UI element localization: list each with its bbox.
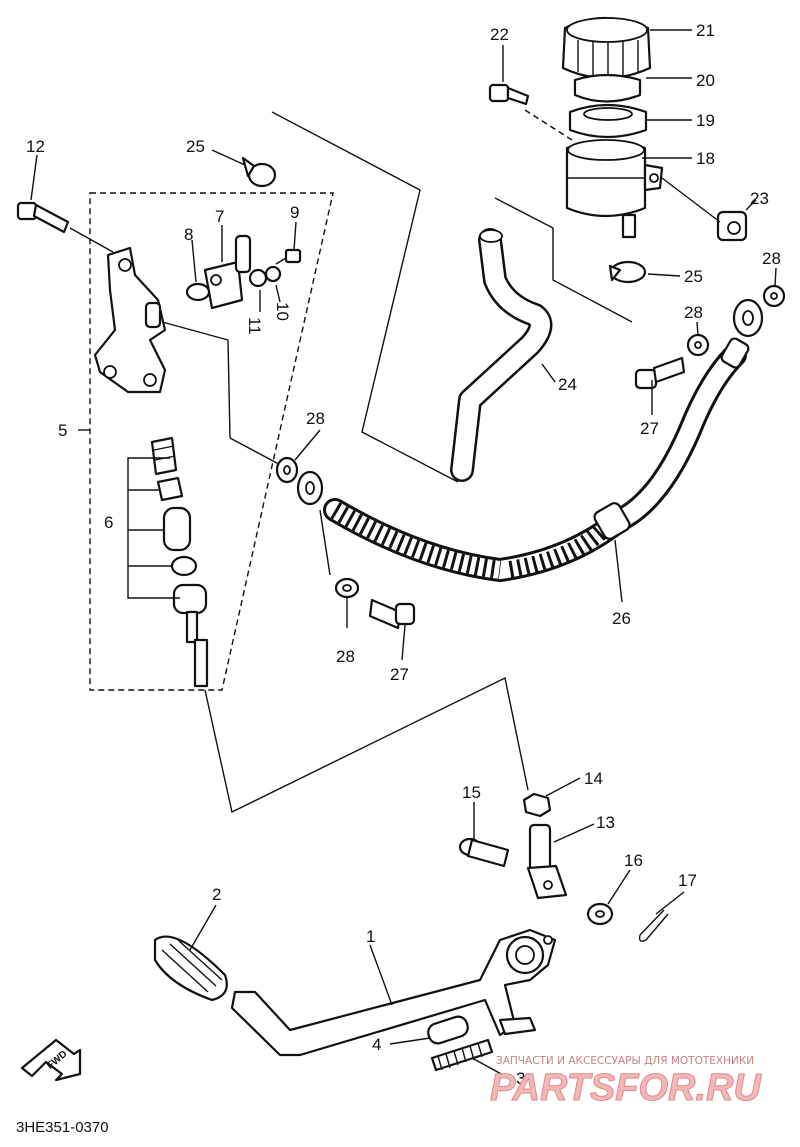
- cotter-pin-17: [638, 909, 669, 942]
- pushrod-link-line: [204, 676, 529, 814]
- grommet-23: [716, 210, 748, 242]
- reservoir-diaphragm: [568, 103, 648, 139]
- footrest-rubber: [153, 935, 228, 1002]
- cylinder-kit-piston: [162, 506, 192, 552]
- part-label-2: 2: [212, 885, 221, 904]
- part-label-10: 10: [273, 302, 292, 321]
- washer-16: [586, 902, 614, 926]
- cylinder-to-washer-line: [154, 319, 229, 341]
- washer-11: [248, 268, 268, 288]
- part-label-9: 9: [290, 203, 299, 222]
- part-label-28-right: 28: [762, 249, 781, 268]
- brake-hose: [296, 298, 764, 583]
- part-label-26: 26: [612, 609, 631, 628]
- bolt12-line: [69, 227, 114, 253]
- reservoir-cap: [561, 16, 652, 80]
- hose-link-line: [271, 111, 459, 483]
- part-label-25-lower: 25: [684, 267, 703, 286]
- part-label-3: 3: [516, 1069, 525, 1088]
- part-label-28-lower: 28: [336, 647, 355, 666]
- cylinder-kit-cup: [156, 476, 184, 502]
- part-label-4: 4: [372, 1035, 381, 1054]
- cylinder-to-washer-line-2: [227, 339, 231, 439]
- brake-pedal: [230, 928, 557, 1057]
- part-label-14: 14: [584, 769, 603, 788]
- part-label-21: 21: [696, 21, 715, 40]
- return-spring: [430, 1038, 494, 1072]
- watermark-brand: PARTSFOR.RU: [490, 1067, 762, 1109]
- o-ring-8: [185, 282, 211, 302]
- part-label-6: 6: [104, 513, 113, 532]
- screw-9: [275, 248, 302, 265]
- hose-clamp-upper: [241, 156, 277, 188]
- part-label-15: 15: [462, 783, 481, 802]
- banjo-down-line: [319, 509, 331, 576]
- part-label-1: 1: [366, 927, 375, 946]
- part-label-13: 13: [596, 813, 615, 832]
- hose-joint-fitting: [203, 234, 252, 310]
- pin-15: [458, 837, 510, 868]
- part-label-5: 5: [58, 421, 67, 440]
- cylinder-kit-seal: [170, 555, 198, 577]
- master-cylinder-bolt: [16, 201, 70, 234]
- hose-clamp-lower: [608, 260, 647, 284]
- part-label-28-upper: 28: [306, 409, 325, 428]
- watermark-caption: ЗАПЧАСТИ И АКСЕССУАРЫ ДЛЯ МОТОТЕХНИКИ: [496, 1055, 754, 1067]
- part-label-11: 11: [245, 317, 264, 335]
- part-label-12: 12: [26, 137, 45, 156]
- union-bolt-a: [368, 598, 416, 630]
- part-label-28-mid: 28: [684, 303, 703, 322]
- part-label-8: 8: [184, 225, 193, 244]
- fwd-arrow-icon: FWD: [20, 1038, 82, 1082]
- part-label-18: 18: [696, 149, 715, 168]
- brake-rod-end: [526, 823, 568, 900]
- master-cylinder-body: [93, 246, 167, 394]
- reservoir-bolt-line: [524, 109, 573, 141]
- union-bolt-b: [634, 356, 686, 390]
- part-label-24: 24: [558, 375, 577, 394]
- part-label-17: 17: [678, 871, 697, 890]
- part-label-19: 19: [696, 111, 715, 130]
- reservoir-hose-link-line: [494, 197, 633, 323]
- part-label-20: 20: [696, 71, 715, 90]
- part-label-27-right: 27: [640, 419, 659, 438]
- drawing-code: 3HE351-0370: [16, 1119, 109, 1136]
- label-6-bracket: [127, 457, 180, 599]
- reservoir-bolt: [488, 83, 530, 106]
- part-label-16: 16: [624, 851, 643, 870]
- master-cylinder-assembly-box: [89, 192, 334, 691]
- nut-14: [522, 792, 552, 818]
- part-label-23: 23: [750, 189, 769, 208]
- part-label-22: 22: [490, 25, 509, 44]
- reservoir-plate: [573, 73, 642, 103]
- part-label-7: 7: [215, 207, 224, 226]
- brake-fluid-reservoir: [565, 139, 664, 239]
- part-label-25-upper: 25: [186, 137, 205, 156]
- cylinder-kit-pushrod: [172, 583, 209, 688]
- part-label-27-lower: 27: [390, 665, 409, 684]
- washer-10: [264, 265, 282, 283]
- leader-lines: [30, 29, 777, 1077]
- pedal-bushing: [427, 1015, 469, 1045]
- cylinder-kit-spring: [150, 436, 178, 476]
